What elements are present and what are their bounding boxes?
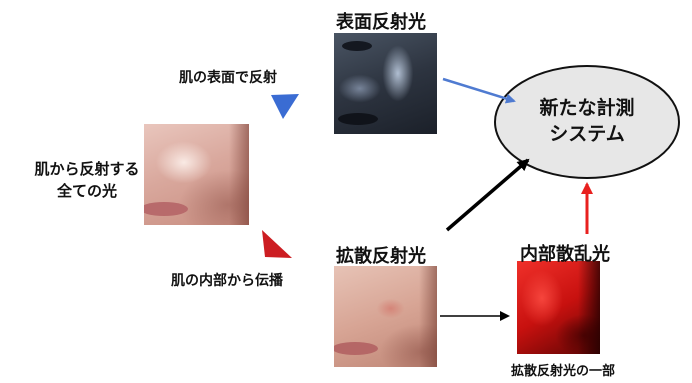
surface-reflection-triangle <box>271 94 299 119</box>
internal-propagate-label: 肌の内部から伝播 <box>171 270 283 290</box>
diffuse-label: 拡散反射光 <box>336 242 426 268</box>
scatter-jaw-shadow <box>578 261 600 354</box>
dark-lip-shape <box>338 113 378 125</box>
all-light-line-1: 肌から反射する <box>28 158 146 180</box>
all-light-line-2: 全ての光 <box>28 180 146 202</box>
lip-shape <box>144 202 188 216</box>
all-light-label: 肌から反射する 全ての光 <box>28 158 146 202</box>
jaw-shadow <box>229 124 249 225</box>
internal-scatter-label: 内部散乱光 <box>520 240 610 266</box>
diffuse-jaw-shadow <box>419 266 437 367</box>
diffuse-to-system-arrow <box>447 160 528 230</box>
specular-label: 表面反射光 <box>336 8 426 34</box>
diffuse-face-photo <box>334 266 437 367</box>
system-label: 新たな計測 システム <box>512 95 662 147</box>
dark-eye-shape <box>342 41 372 51</box>
diffuse-lip-shape <box>334 342 378 355</box>
internal-propagation-triangle <box>262 230 292 258</box>
system-line-2: システム <box>512 121 662 147</box>
diffuse-part-label: 拡散反射光の一部 <box>511 360 615 379</box>
original-face-photo <box>144 124 249 225</box>
surface-reflect-label: 肌の表面で反射 <box>179 67 277 87</box>
system-line-1: 新たな計測 <box>512 95 662 121</box>
internal-scatter-face-photo <box>517 261 600 354</box>
specular-face-photo <box>334 33 437 134</box>
specular-to-system-arrow <box>443 79 514 101</box>
